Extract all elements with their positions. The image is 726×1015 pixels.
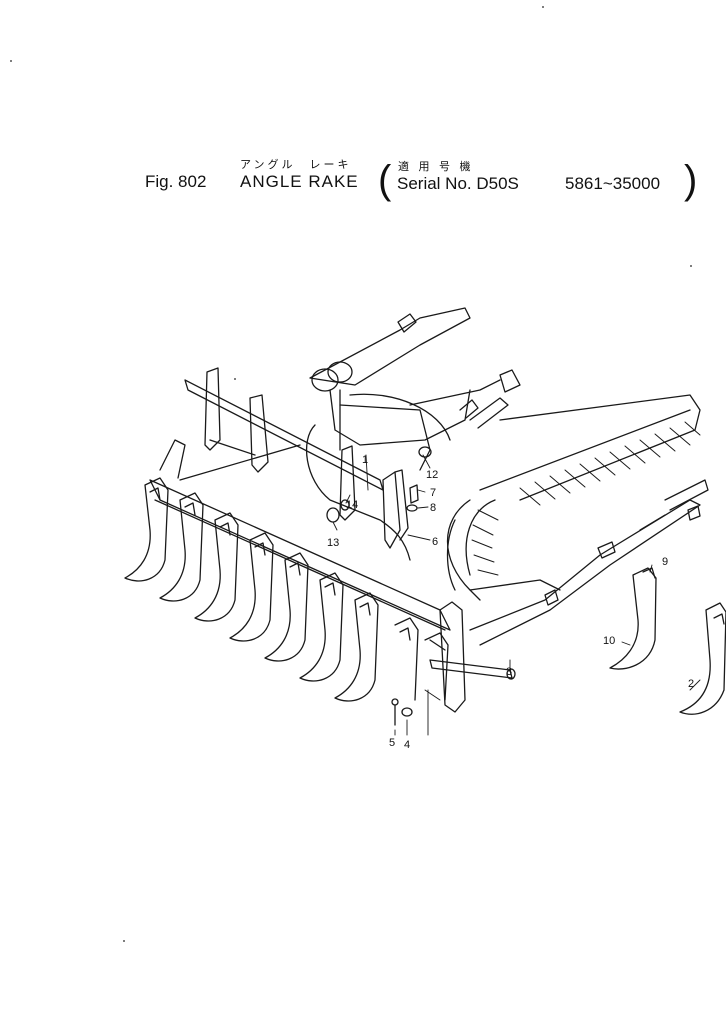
push-arm-drawing (469, 479, 709, 646)
scan-speck (542, 6, 544, 8)
callout-5: 5 (389, 737, 395, 749)
open-paren: ( (378, 158, 392, 202)
callout-labels: 1 2 3 4 5 6 7 8 9 10 12 13 14 (327, 454, 694, 751)
callout-8: 8 (430, 502, 436, 514)
figure-number: Fig. 802 (145, 172, 207, 191)
figure-title: ANGLE RAKE (240, 172, 359, 191)
callout-14: 14 (346, 499, 358, 511)
callout-4: 4 (404, 739, 410, 751)
lift-arm-drawing (309, 307, 471, 446)
applicable-japanese: 適 用 号 機 (398, 160, 474, 173)
figure-header: アングル レーキ ( 適 用 号 機 Fig. 802 ANGLE RAKE S… (0, 0, 726, 230)
callout-1: 1 (362, 454, 368, 466)
rake-frame-drawing (149, 367, 451, 631)
spare-teeth-drawing (609, 567, 726, 715)
title-japanese: アングル レーキ (240, 158, 352, 171)
callout-10: 10 (603, 635, 615, 647)
scan-speck (123, 940, 125, 942)
hardware-drawing (326, 446, 516, 726)
serial-label: Serial No. D50S (397, 174, 519, 193)
callout-2: 2 (688, 678, 694, 690)
callout-6: 6 (432, 536, 438, 548)
callout-9: 9 (662, 556, 668, 568)
side-bracket-drawing (429, 601, 466, 713)
callout-7: 7 (430, 487, 436, 499)
callout-13: 13 (327, 537, 339, 549)
tractor-body-drawing (305, 369, 521, 561)
track-assembly-drawing (446, 394, 701, 601)
mounting-plate-drawing (382, 469, 409, 549)
scan-speck (10, 60, 12, 62)
scan-speck (234, 378, 236, 380)
serial-range: 5861~35000 (565, 174, 661, 193)
leader-lines (332, 454, 701, 736)
scan-speck (690, 265, 692, 267)
close-paren: ) (684, 158, 698, 202)
callout-3: 3 (506, 666, 512, 678)
rake-teeth-drawing (124, 477, 449, 702)
callout-12: 12 (426, 469, 438, 481)
